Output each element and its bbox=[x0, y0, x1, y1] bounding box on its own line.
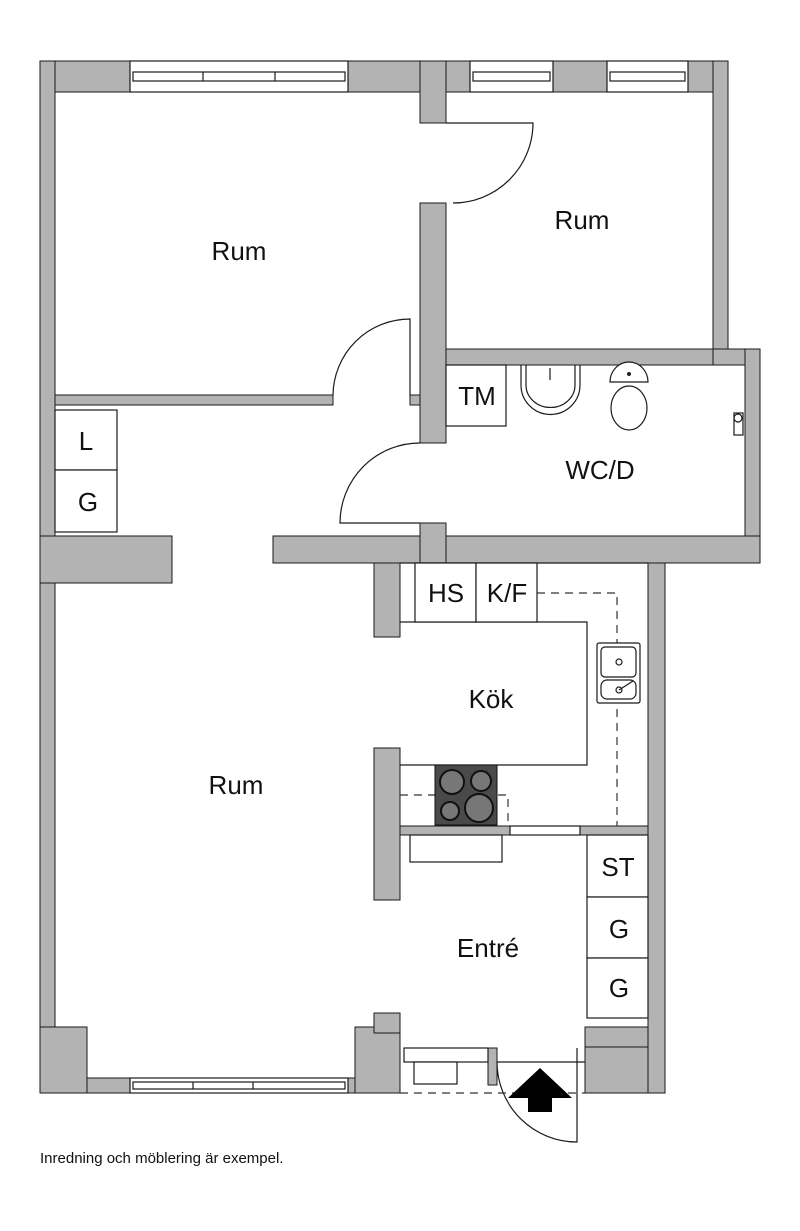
kitchen-sink-icon bbox=[596, 642, 641, 704]
fixture-label-linen: L bbox=[79, 426, 93, 456]
room-label-top-right: Rum bbox=[555, 205, 610, 235]
faucet-icon bbox=[733, 412, 744, 436]
door-entrance bbox=[496, 1048, 578, 1143]
washing-machine bbox=[445, 364, 507, 427]
toilet-icon bbox=[609, 361, 649, 431]
fixture-label-tm: TM bbox=[458, 381, 496, 411]
room-label-kitchen: Kök bbox=[469, 684, 515, 714]
doors bbox=[332, 122, 578, 1143]
wardrobe-2 bbox=[586, 957, 649, 1019]
door-room-left bbox=[332, 318, 411, 396]
fridge-freezer bbox=[475, 562, 538, 623]
washbasin-icon bbox=[520, 365, 581, 416]
door-bathroom bbox=[339, 442, 421, 524]
fixture-label-hs: HS bbox=[428, 578, 464, 608]
fixture-label-wardrobe-1: G bbox=[609, 914, 629, 944]
footnote: Inredning och möblering är exempel. bbox=[40, 1150, 284, 1167]
linen-closet bbox=[54, 409, 118, 471]
entrance-arrow-icon bbox=[508, 1068, 572, 1112]
room-label-living: Rum bbox=[209, 770, 264, 800]
windows bbox=[129, 60, 689, 1094]
shoe-rack bbox=[413, 1061, 458, 1085]
high-cabinet bbox=[414, 562, 477, 623]
fixture-label-st: ST bbox=[601, 852, 634, 882]
room-label-entrance: Entré bbox=[457, 933, 519, 963]
door-room-right bbox=[446, 122, 534, 204]
room-label-bathroom: WC/D bbox=[565, 455, 634, 485]
fixture-label-kf: K/F bbox=[487, 578, 527, 608]
wardrobe-1 bbox=[586, 896, 649, 959]
hall-wardrobe bbox=[54, 469, 118, 533]
fixture-label-wardrobe-2: G bbox=[609, 973, 629, 1003]
stove-icon bbox=[434, 764, 498, 826]
hall-shelf bbox=[409, 834, 503, 863]
room-label-top-left: Rum bbox=[212, 236, 267, 266]
fixture-label-wardrobe-hall: G bbox=[78, 487, 98, 517]
